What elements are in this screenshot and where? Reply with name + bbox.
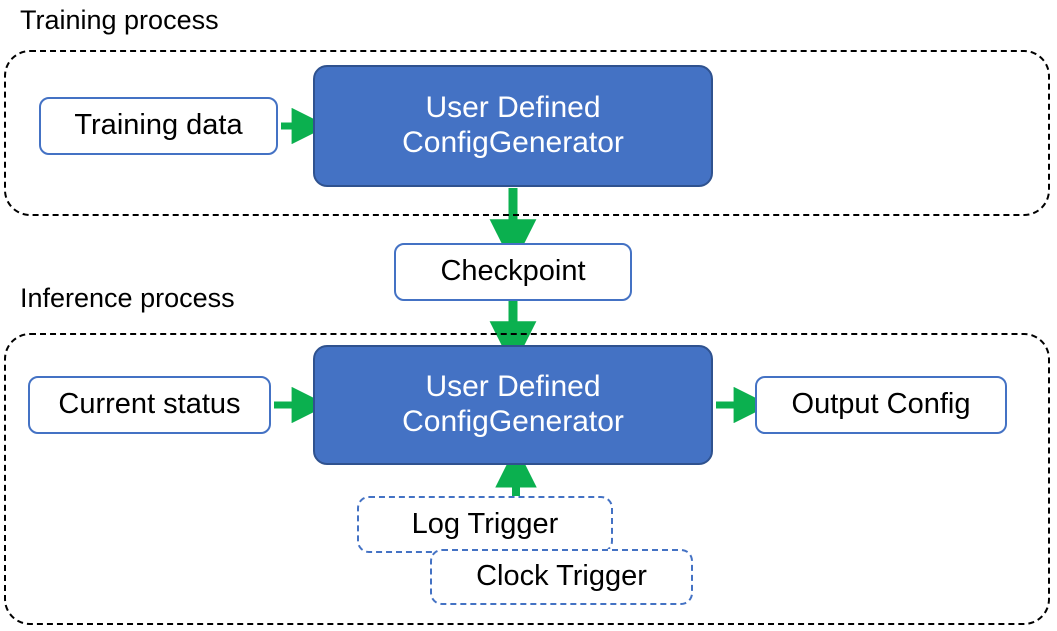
inference-process-label: Inference process: [20, 283, 235, 313]
training-process-container: [4, 50, 1050, 216]
inference-process-container: [4, 333, 1050, 625]
node-output-config-label: Output Config: [791, 388, 971, 421]
node-udcg-infer-line1: User Defined: [425, 370, 601, 404]
node-current-status-label: Current status: [58, 388, 241, 421]
node-log-trigger[interactable]: Log Trigger: [357, 496, 613, 553]
node-clock-trigger[interactable]: Clock Trigger: [430, 549, 693, 605]
training-process-label: Training process: [20, 5, 219, 35]
node-user-defined-configgenerator-training[interactable]: User Defined ConfigGenerator: [313, 65, 713, 187]
node-clock-trigger-label: Clock Trigger: [476, 560, 647, 593]
node-udcg-train-line1: User Defined: [425, 91, 601, 125]
node-udcg-train-label: User Defined ConfigGenerator: [402, 91, 624, 161]
node-checkpoint[interactable]: Checkpoint: [394, 243, 632, 301]
node-training-data[interactable]: Training data: [39, 97, 278, 155]
node-training-data-label: Training data: [74, 109, 243, 142]
node-output-config[interactable]: Output Config: [755, 376, 1007, 434]
node-current-status[interactable]: Current status: [28, 376, 271, 434]
node-udcg-infer-line2: ConfigGenerator: [402, 405, 624, 438]
node-log-trigger-label: Log Trigger: [411, 507, 559, 540]
node-checkpoint-label: Checkpoint: [440, 255, 586, 288]
node-udcg-train-line2: ConfigGenerator: [402, 126, 624, 159]
node-udcg-infer-label: User Defined ConfigGenerator: [402, 370, 624, 440]
node-user-defined-configgenerator-inference[interactable]: User Defined ConfigGenerator: [313, 345, 713, 465]
